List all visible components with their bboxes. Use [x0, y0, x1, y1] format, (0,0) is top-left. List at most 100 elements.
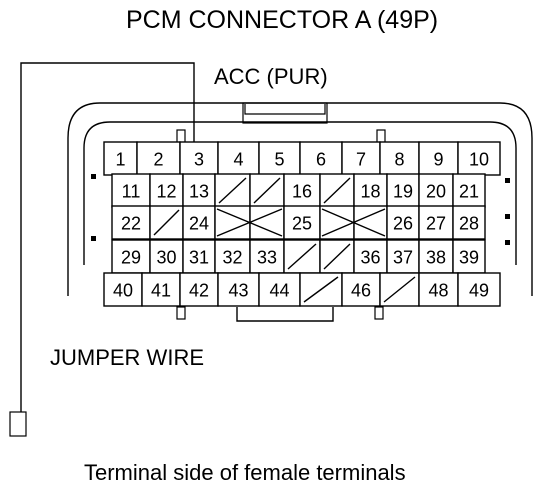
latch-mark [505, 214, 510, 219]
terminal-number: 33 [257, 248, 277, 268]
unused-cavity [319, 173, 355, 208]
terminal-2: 2 [136, 141, 181, 176]
terminal-26: 26 [386, 205, 420, 240]
blocked-cavity-mark [216, 208, 283, 237]
terminal-41: 41 [141, 272, 181, 307]
terminal-number: 29 [121, 248, 141, 268]
terminal-number: 10 [469, 150, 489, 170]
unused-cavity [214, 173, 251, 208]
terminal-number: 13 [189, 182, 209, 202]
terminal-number: 40 [113, 281, 133, 301]
terminal-number: 5 [274, 150, 284, 170]
terminal-13: 13 [182, 173, 216, 208]
terminal-number: 49 [469, 281, 489, 301]
unused-cavity [319, 239, 355, 274]
terminal-18: 18 [353, 173, 388, 208]
latch-mark [505, 178, 510, 183]
terminal-36: 36 [353, 239, 388, 274]
unused-cavity [283, 239, 321, 274]
terminal-number: 32 [222, 248, 242, 268]
terminal-1: 1 [103, 141, 138, 176]
terminal-5: 5 [258, 141, 301, 176]
locking-tab [242, 102, 328, 124]
terminal-30: 30 [149, 239, 184, 274]
terminal-number: 48 [428, 281, 448, 301]
terminal-22: 22 [111, 205, 151, 240]
terminal-number: 44 [269, 281, 289, 301]
unused-cavity [353, 205, 388, 240]
terminal-44: 44 [258, 272, 301, 307]
terminal-number: 9 [433, 150, 443, 170]
terminal-number: 3 [194, 150, 204, 170]
bottom-notch [374, 306, 384, 320]
bottom-notch [176, 306, 186, 320]
terminal-48: 48 [418, 272, 459, 307]
terminal-27: 27 [418, 205, 454, 240]
terminal-number: 43 [228, 281, 248, 301]
terminal-6: 6 [299, 141, 343, 176]
terminal-37: 37 [386, 239, 420, 274]
terminal-25: 25 [283, 205, 321, 240]
terminal-31: 31 [182, 239, 216, 274]
terminal-number: 6 [316, 150, 326, 170]
terminal-20: 20 [418, 173, 454, 208]
caption: Terminal side of female terminals [84, 460, 406, 485]
terminal-number: 28 [459, 214, 479, 234]
terminal-24: 24 [182, 205, 216, 240]
terminal-number: 26 [393, 214, 413, 234]
terminal-number: 1 [115, 150, 125, 170]
terminal-8: 8 [379, 141, 420, 176]
unused-cavity [379, 272, 420, 307]
latch-mark [91, 236, 96, 241]
terminal-number: 11 [122, 182, 141, 202]
terminal-38: 38 [418, 239, 454, 274]
jumper-wire-probe [9, 411, 27, 437]
terminal-12: 12 [149, 173, 184, 208]
terminal-7: 7 [341, 141, 381, 176]
terminal-32: 32 [214, 239, 251, 274]
terminal-number: 2 [153, 150, 163, 170]
jumper-wire [9, 62, 195, 437]
unused-cavity [319, 205, 355, 240]
terminal-11: 11 [111, 173, 151, 208]
terminal-number: 8 [394, 150, 404, 170]
terminal-number: 20 [426, 182, 446, 202]
terminal-number: 7 [356, 150, 366, 170]
diagram-title: PCM CONNECTOR A (49P) [126, 6, 438, 34]
terminal-29: 29 [111, 239, 151, 274]
unused-cavity [249, 173, 285, 208]
blocked-cavity-mark [321, 208, 386, 237]
terminal-33: 33 [249, 239, 285, 274]
terminal-number: 25 [292, 214, 312, 234]
terminal-number: 37 [393, 248, 413, 268]
terminal-49: 49 [457, 272, 501, 307]
unused-cavity [149, 205, 184, 240]
terminal-number: 22 [121, 214, 141, 234]
acc-label: ACC (PUR) [214, 64, 328, 89]
terminal-number: 38 [426, 248, 446, 268]
terminal-46: 46 [341, 272, 381, 307]
terminal-9: 9 [418, 141, 459, 176]
terminal-number: 46 [351, 281, 371, 301]
terminal-16: 16 [283, 173, 321, 208]
terminal-21: 21 [452, 173, 486, 208]
unused-cavity [299, 272, 343, 307]
terminal-39: 39 [452, 239, 486, 274]
terminal-number: 4 [233, 150, 243, 170]
terminal-number: 12 [156, 182, 176, 202]
terminal-19: 19 [386, 173, 420, 208]
terminal-number: 36 [360, 248, 380, 268]
terminal-number: 39 [459, 248, 479, 268]
latch-mark [505, 240, 510, 245]
latch-mark [91, 174, 96, 179]
terminal-number: 27 [426, 214, 446, 234]
terminal-number: 41 [151, 281, 171, 301]
terminal-3: 3 [179, 141, 219, 176]
terminal-number: 24 [189, 214, 209, 234]
terminal-number: 30 [156, 248, 176, 268]
terminal-28: 28 [452, 205, 486, 240]
terminal-number: 18 [360, 182, 380, 202]
terminal-number: 21 [459, 182, 479, 202]
